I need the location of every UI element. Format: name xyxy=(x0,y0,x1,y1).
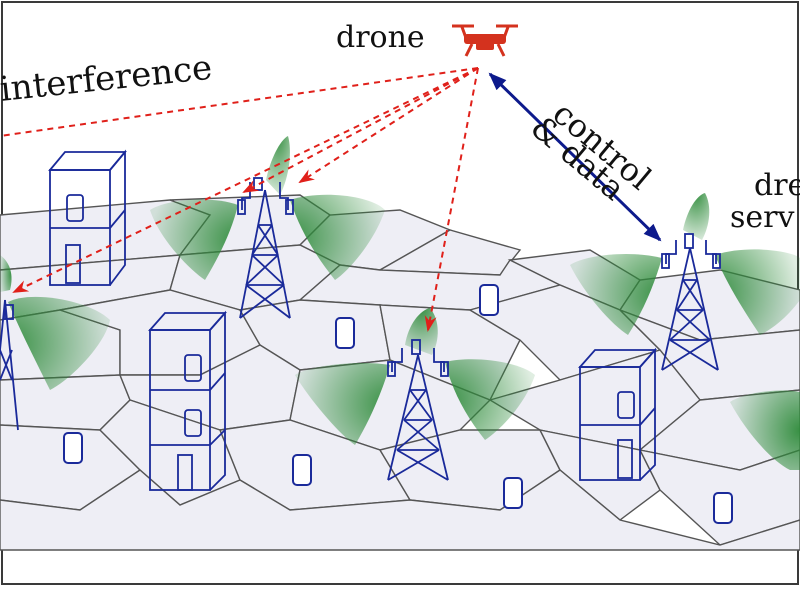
building-icon xyxy=(48,149,127,286)
antenna-lobe-icon xyxy=(445,359,535,440)
cell-grid xyxy=(0,194,800,551)
ground-phones xyxy=(63,284,733,524)
buildings xyxy=(48,149,657,491)
antenna-lobe-icon xyxy=(290,194,385,280)
antenna-lobe-icon xyxy=(295,363,390,445)
antenna-lobe-icon xyxy=(150,199,238,280)
cell xyxy=(538,429,661,521)
antenna-lobe-icon xyxy=(8,296,110,390)
building-icon xyxy=(578,347,657,481)
drone-server-label-line1: dre xyxy=(754,168,800,203)
building-icon xyxy=(148,310,227,491)
antenna-lobe-icon xyxy=(715,249,800,335)
interference-arrow xyxy=(12,67,479,293)
phone-icon xyxy=(63,432,83,464)
phone-icon xyxy=(66,194,84,222)
cell-tower-icon xyxy=(0,299,19,431)
phone-icon xyxy=(503,477,523,509)
cell xyxy=(0,469,800,551)
interference-links xyxy=(0,67,479,332)
antenna-lobes xyxy=(0,136,800,470)
phone-icon xyxy=(184,354,202,382)
interference-arrow xyxy=(0,67,479,137)
drone-label: drone xyxy=(336,20,425,55)
antenna-lobe-icon xyxy=(683,193,710,240)
drone-server-label-line2: serv xyxy=(730,200,795,235)
interference-arrow xyxy=(242,67,479,193)
phone-icon xyxy=(184,409,202,437)
phone-icon xyxy=(617,391,635,419)
towers xyxy=(0,177,721,481)
drone-icon xyxy=(452,24,518,57)
interference-arrow xyxy=(298,67,479,184)
phone-icon xyxy=(292,454,312,486)
interference-arrow xyxy=(424,67,479,332)
antenna-lobe-icon xyxy=(0,255,12,292)
antenna-lobe-icon xyxy=(570,254,662,335)
cell-tower-icon xyxy=(387,339,449,481)
antenna-lobe-icon xyxy=(730,390,800,470)
cell-tower-icon xyxy=(661,233,721,371)
cell-tower-icon xyxy=(237,177,294,319)
phone-icon xyxy=(479,284,499,316)
phone-icon xyxy=(335,317,355,349)
control-data-link xyxy=(488,72,662,242)
phone-icon xyxy=(713,492,733,524)
